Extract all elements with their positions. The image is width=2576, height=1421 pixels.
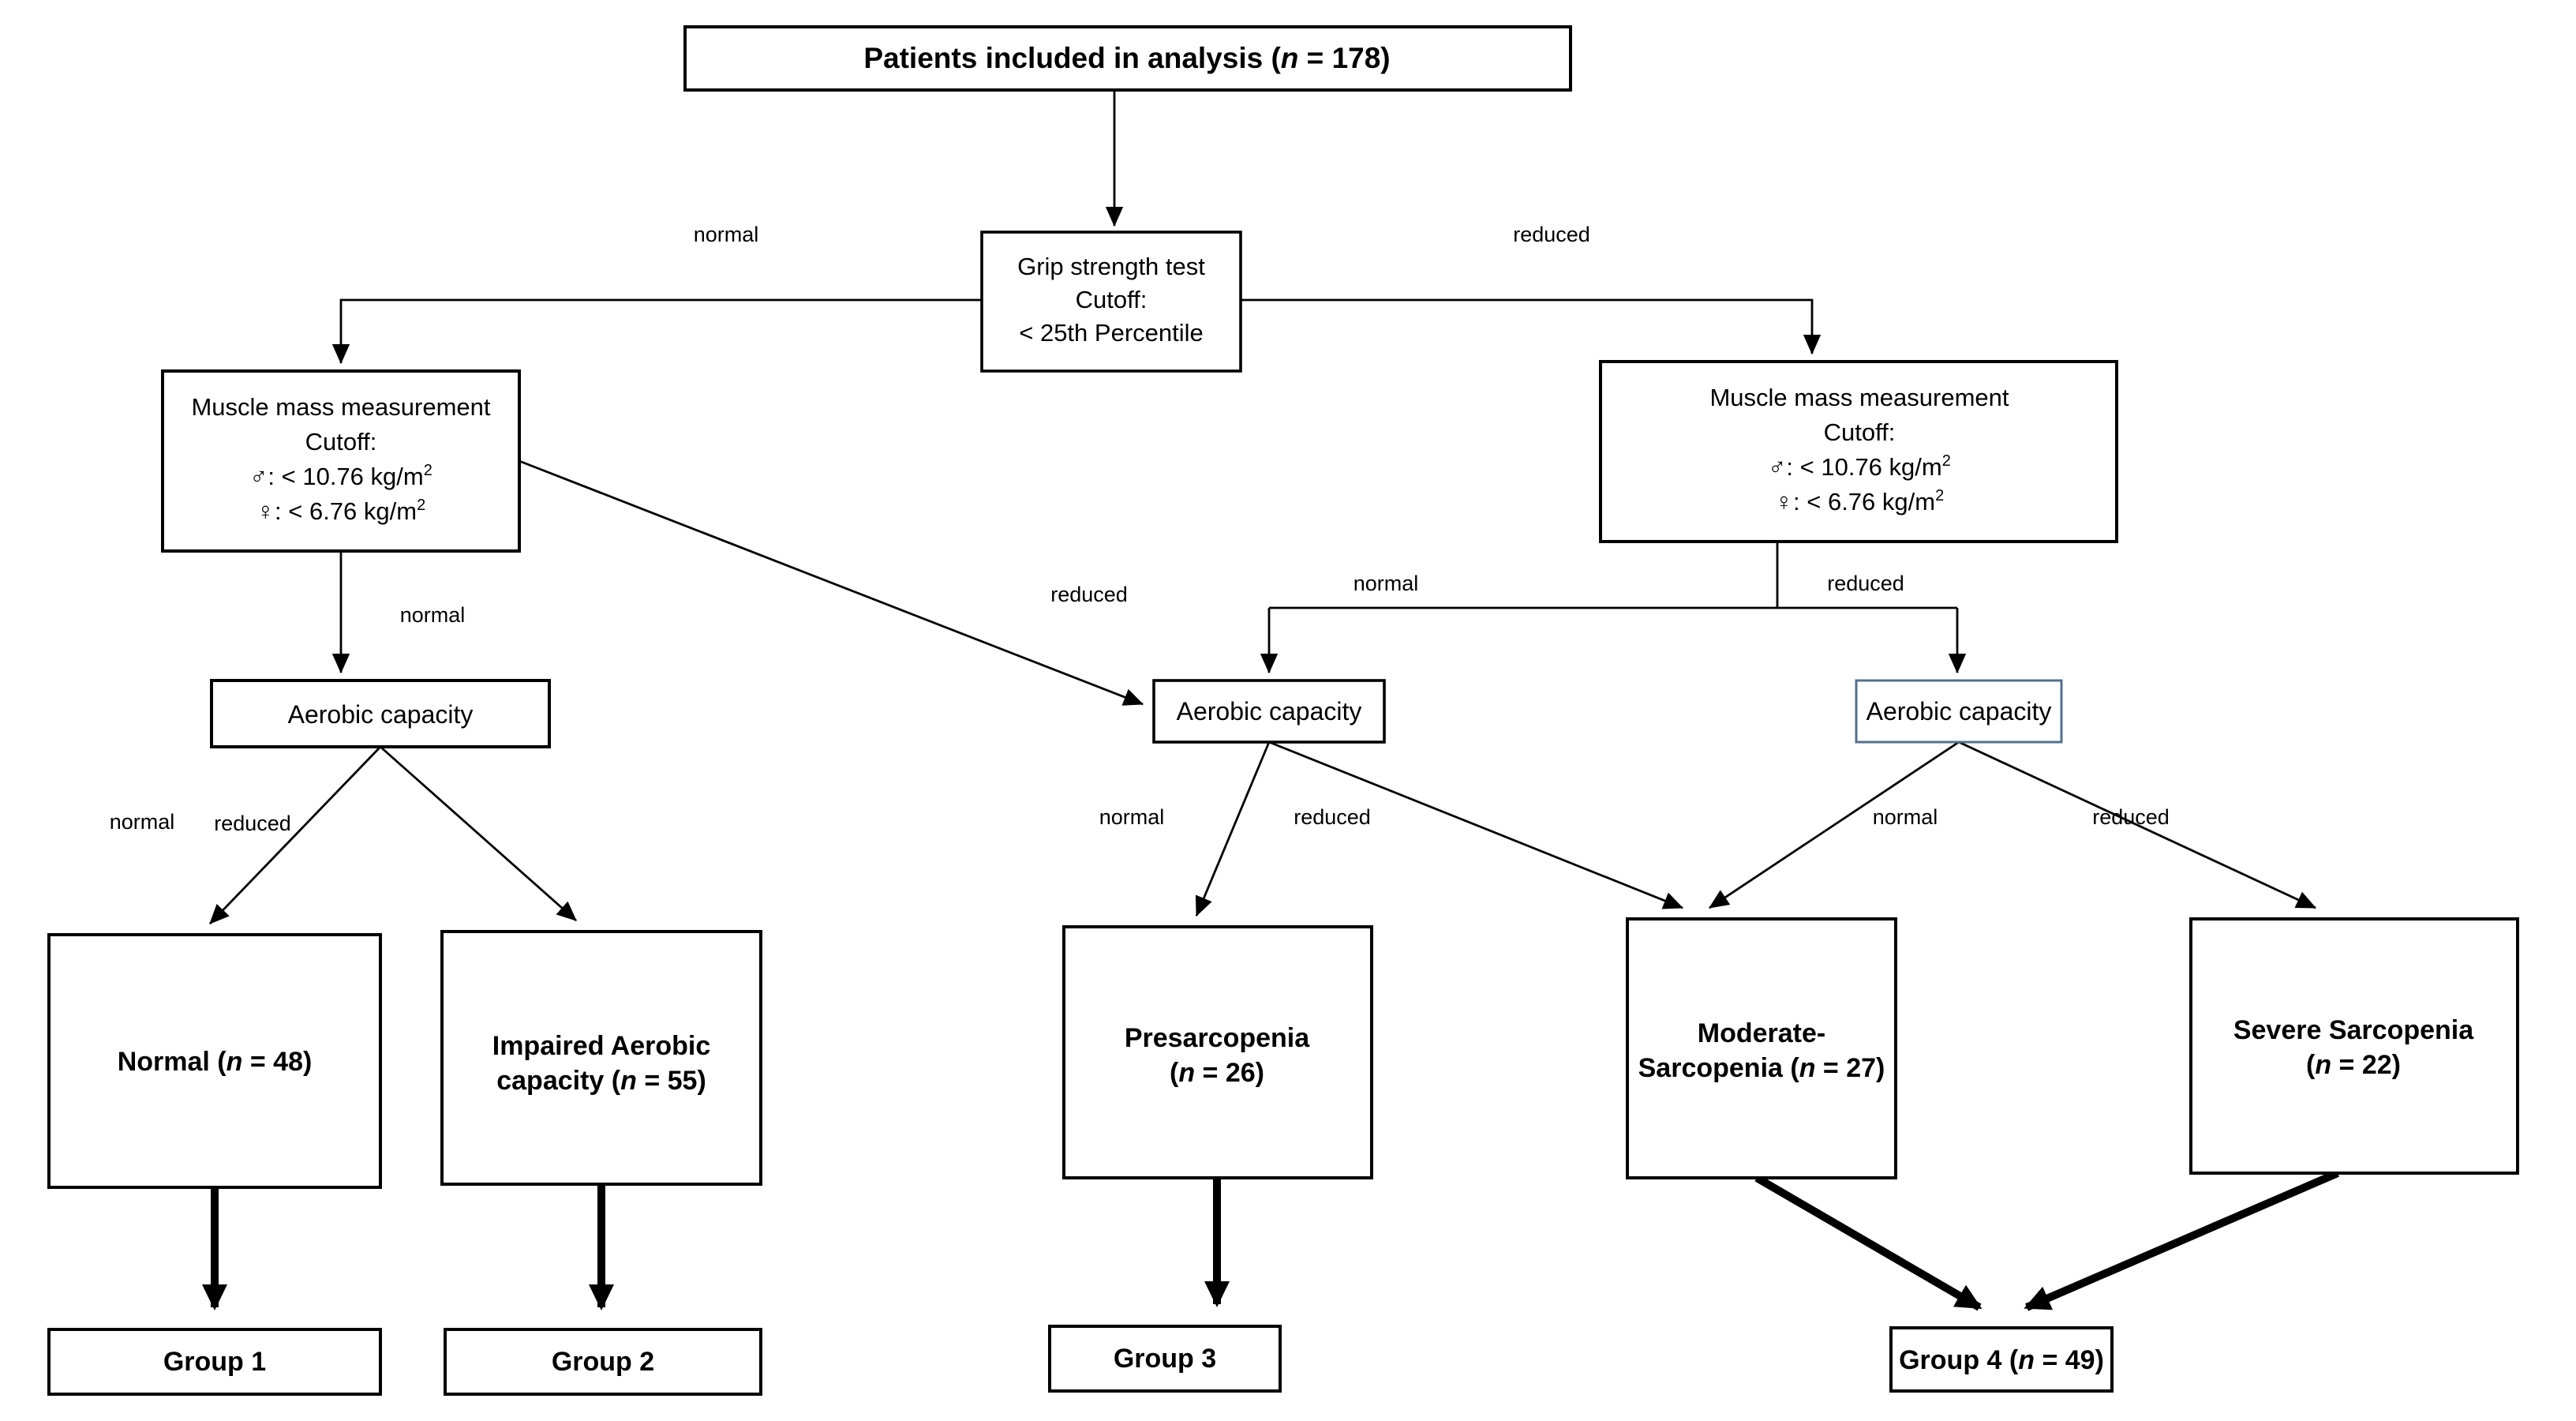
connector-moderate-to-group4 — [1754, 1174, 1983, 1311]
connector-aerobic-right-normal-to-moderate — [1709, 740, 1960, 909]
node-severe-outcome-box — [2189, 917, 2519, 1175]
connector-severe-to-group4 — [2024, 1169, 2339, 1311]
node-aerobic-capacity-left-label: Aerobic capacity — [288, 700, 474, 729]
node-muscle-mass-left-box — [161, 369, 521, 553]
node-grip-line3: < 25th Percentile — [1019, 319, 1204, 347]
node-moderate-outcome-box — [1626, 917, 1897, 1179]
node-aerobic-capacity-mid-label: Aerobic capacity — [1177, 697, 1362, 725]
node-group1: Group 1 — [47, 1328, 382, 1396]
node-presarcopenia-outcome: Presarcopenia (n = 26) — [1062, 925, 1373, 1179]
node-aerobic-capacity-left-box — [210, 679, 551, 748]
node-grip-strength-test: Grip strength test Cutoff: < 25th Percen… — [980, 231, 1242, 373]
node-severe-outcome: Severe Sarcopenia (n = 22) — [2189, 917, 2519, 1175]
node-patients: Patients included in analysis (n = 178) — [683, 25, 1572, 92]
edge-label-grip-normal: normal — [694, 223, 759, 246]
edge-label-muscle-left-normal: normal — [400, 603, 466, 627]
node-muscle-mass-left-male-cutoff: ♂: < 10.76 kg/m2 — [249, 462, 432, 490]
node-presarcopenia-outcome-line2: (n = 26) — [1170, 1058, 1264, 1088]
node-impaired-outcome-box — [440, 930, 762, 1186]
node-normal-outcome-box — [47, 933, 382, 1189]
edge-label-grip-reduced: reduced — [1513, 223, 1590, 246]
connector-aerobic-left-reduced-to-impaired-box — [380, 745, 577, 922]
edge-label-aerobic-right-normal: normal — [1873, 805, 1938, 829]
node-patients-box — [683, 25, 1572, 92]
node-grip-box — [980, 231, 1242, 373]
node-muscle-mass-right-line1: Muscle mass measurement — [1709, 384, 2009, 411]
node-impaired-outcome: Impaired Aerobic capacity (n = 55) — [440, 930, 762, 1186]
node-muscle-mass-left: Muscle mass measurement Cutoff: ♂: < 10.… — [161, 369, 521, 553]
node-group2: Group 2 — [444, 1328, 762, 1396]
edge-label-aerobic-right-reduced: reduced — [2092, 805, 2170, 829]
node-patients-label: Patients included in analysis (n = 178) — [863, 42, 1390, 74]
node-grip-line2: Cutoff: — [1076, 286, 1148, 313]
connector-aerobic-left-normal-to-normal-box — [208, 746, 382, 924]
node-impaired-outcome-line2: capacity (n = 55) — [496, 1066, 706, 1096]
node-muscle-mass-right-line2: Cutoff: — [1824, 418, 1896, 446]
edge-label-aerobic-left-reduced: reduced — [214, 812, 291, 835]
node-group3-box — [1048, 1325, 1282, 1393]
node-muscle-mass-left-female-cutoff: ♀: < 6.76 kg/m2 — [256, 497, 425, 525]
edge-label-aerobic-mid-reduced: reduced — [1294, 805, 1371, 829]
node-muscle-mass-right: Muscle mass measurement Cutoff: ♂: < 10.… — [1599, 360, 2118, 543]
node-normal-outcome: Normal (n = 48) — [47, 933, 382, 1189]
node-group4-box — [1889, 1326, 2114, 1393]
node-presarcopenia-outcome-line1: Presarcopenia — [1125, 1023, 1310, 1053]
node-muscle-mass-right-box — [1599, 360, 2118, 543]
node-muscle-mass-right-female-cutoff: ♀: < 6.76 kg/m2 — [1775, 487, 1944, 516]
node-moderate-outcome-line2: Sarcopenia (n = 27) — [1638, 1053, 1885, 1083]
edge-label-muscle-left-reduced: reduced — [1050, 583, 1128, 606]
edge-label-aerobic-left-normal: normal — [110, 810, 175, 834]
node-grip-line1: Grip strength test — [1017, 253, 1205, 280]
node-aerobic-capacity-right-label: Aerobic capacity — [1866, 697, 2052, 725]
edge-label-aerobic-mid-normal: normal — [1099, 805, 1165, 829]
connector-aerobic-mid-reduced-to-moderate — [1268, 740, 1684, 909]
node-group4-label: Group 4 (n = 49) — [1899, 1345, 2104, 1375]
node-group2-box — [444, 1328, 762, 1396]
connector-muscle-left-reduced-to-aerobic-mid — [519, 459, 1144, 706]
edge-label-muscle-right-reduced: reduced — [1827, 572, 1904, 595]
connector-aerobic-right-reduced-to-severe — [1958, 740, 2317, 909]
node-presarcopenia-outcome-box — [1062, 925, 1373, 1179]
node-aerobic-capacity-mid: Aerobic capacity — [1152, 679, 1386, 744]
node-aerobic-capacity-mid-box — [1152, 679, 1386, 744]
node-muscle-mass-right-male-cutoff: ♂: < 10.76 kg/m2 — [1768, 452, 1951, 481]
node-normal-outcome-label: Normal (n = 48) — [118, 1047, 313, 1077]
node-group1-box — [47, 1328, 382, 1396]
node-aerobic-capacity-right-box — [1855, 679, 2063, 744]
node-severe-outcome-line1: Severe Sarcopenia — [2233, 1015, 2474, 1045]
node-group3: Group 3 — [1048, 1325, 1282, 1393]
node-moderate-outcome: Moderate- Sarcopenia (n = 27) — [1626, 917, 1897, 1179]
node-group4: Group 4 (n = 49) — [1889, 1326, 2114, 1393]
node-aerobic-capacity-right: Aerobic capacity — [1855, 679, 2063, 744]
node-severe-outcome-line2: (n = 22) — [2306, 1050, 2401, 1080]
node-group2-label: Group 2 — [552, 1347, 654, 1377]
node-moderate-outcome-line1: Moderate- — [1698, 1018, 1825, 1048]
connector-grip-normal-to-muscle-left — [331, 298, 982, 365]
node-group1-label: Group 1 — [163, 1347, 266, 1377]
connector-aerobic-mid-normal-to-presarcopenia — [1195, 741, 1271, 917]
connector-grip-reduced-to-muscle-right — [1241, 298, 1822, 355]
node-aerobic-capacity-left: Aerobic capacity — [210, 679, 551, 748]
node-muscle-mass-left-line1: Muscle mass measurement — [191, 393, 490, 421]
node-group3-label: Group 3 — [1114, 1344, 1216, 1374]
node-impaired-outcome-line1: Impaired Aerobic — [492, 1031, 710, 1061]
edge-label-muscle-right-normal: normal — [1354, 572, 1419, 595]
node-muscle-mass-left-line2: Cutoff: — [305, 428, 377, 456]
